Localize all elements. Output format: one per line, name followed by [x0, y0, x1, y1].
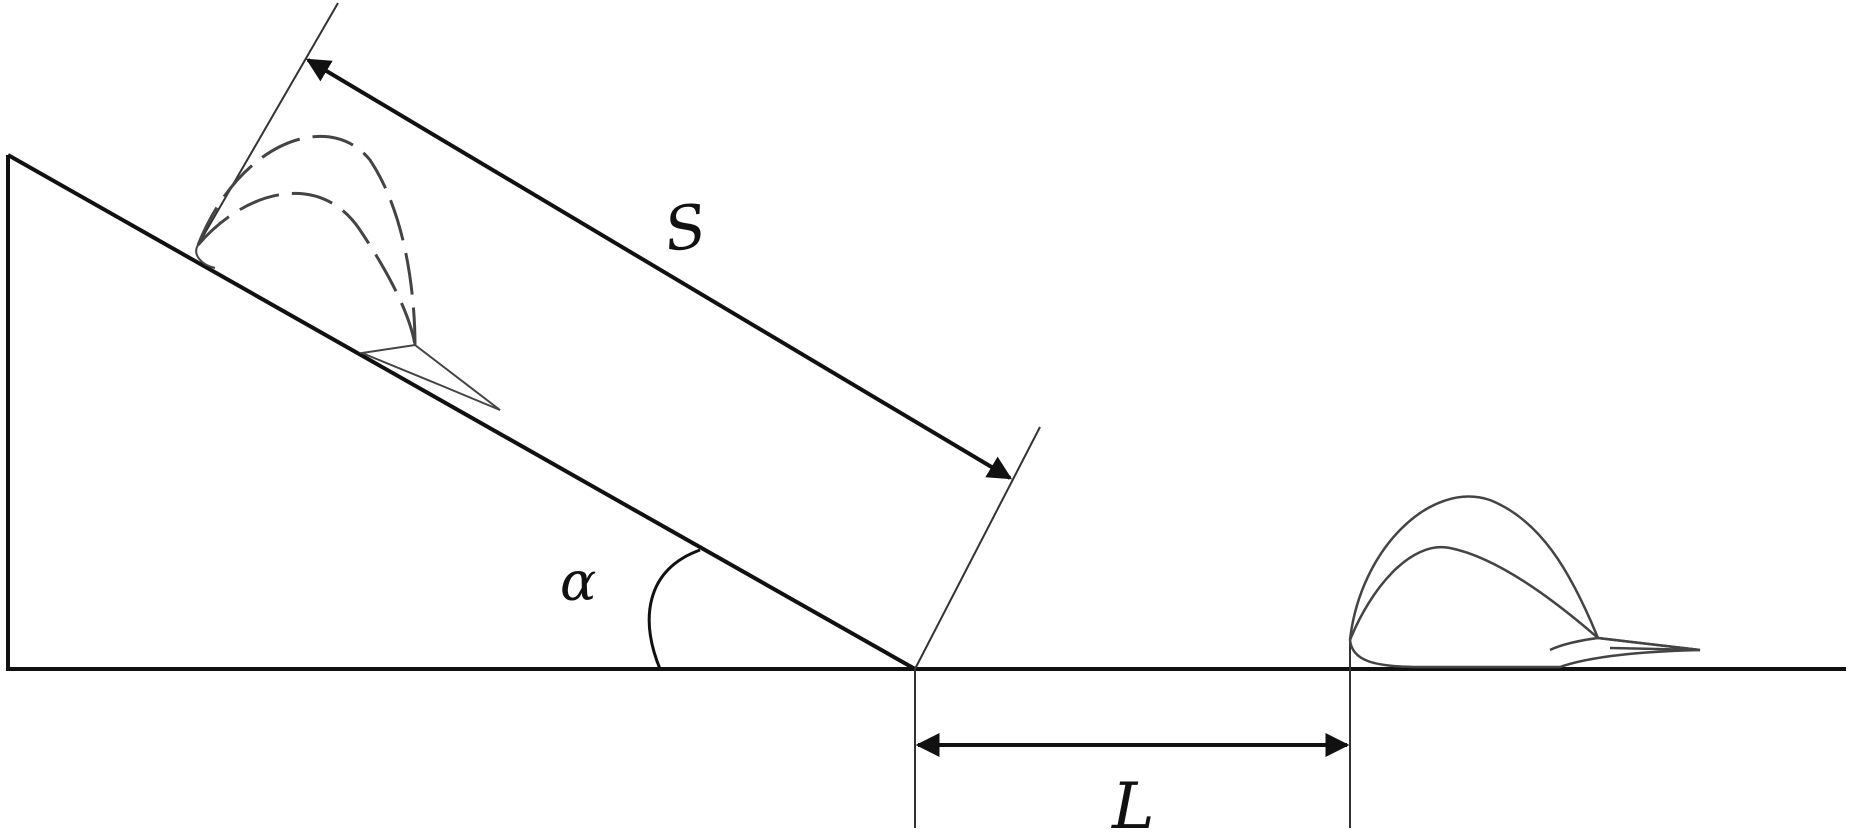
slope-landslide-tail — [358, 343, 501, 411]
slope-landslide-outer-outline — [196, 135, 417, 346]
distance-label: L — [1111, 770, 1155, 834]
s-extension-line-bottom — [914, 426, 1041, 670]
s-extension-line-top — [197, 2, 339, 246]
slope-landslide-inner-outline — [196, 192, 417, 346]
deposit-base — [1348, 636, 1701, 669]
slope-landslide-body — [195, 135, 501, 411]
slope-surface — [7, 153, 916, 671]
s-dimension-arrow — [305, 58, 1013, 480]
deposit-inner-outline — [1348, 545, 1599, 641]
slope-landslide-base — [195, 244, 216, 269]
deposit-tail — [1597, 636, 1701, 652]
deposit-landslide-body — [1348, 495, 1701, 669]
slope-length-label: S — [660, 191, 710, 266]
angle-arc — [647, 548, 701, 670]
deposit-outer-outline — [1348, 495, 1600, 641]
angle-label: α — [560, 550, 596, 613]
